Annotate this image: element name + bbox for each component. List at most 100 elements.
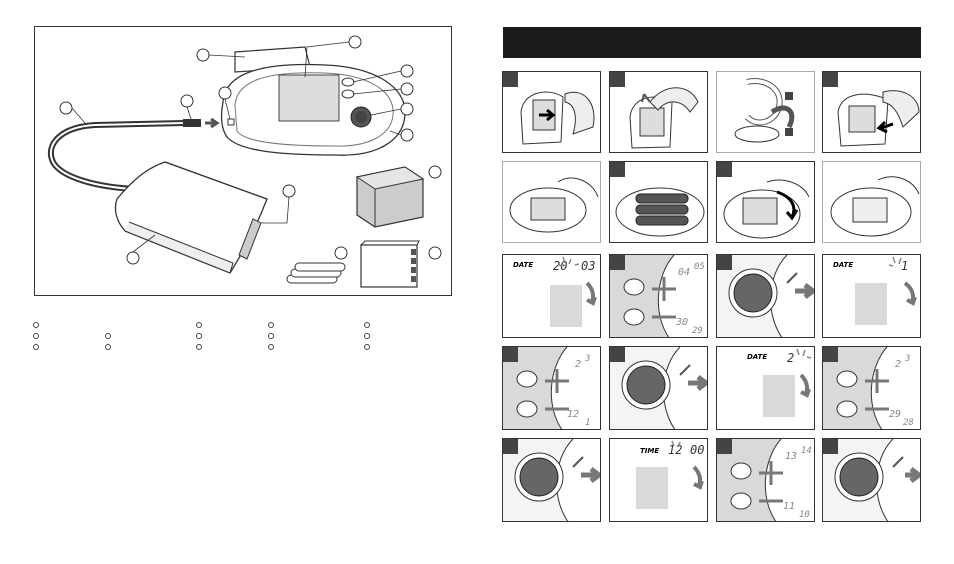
- display-value-top-sup: 05: [694, 262, 705, 272]
- components-illustration: [48, 35, 442, 288]
- arrow-icon: [795, 283, 814, 299]
- legend-marker: [33, 322, 39, 328]
- callout-13: [334, 246, 348, 260]
- legend-marker: [268, 333, 274, 339]
- section-header-bar: [503, 27, 921, 58]
- display-value-top: 2: [895, 359, 901, 370]
- callout-7: [400, 82, 414, 96]
- step-panel-press-start-2: [609, 346, 708, 430]
- step-panel-date-day: DATE 2: [716, 346, 815, 430]
- arrow-icon: [641, 93, 651, 103]
- step-panel-batteries-inside: [609, 161, 708, 243]
- step-panel-lift-cover: [609, 71, 708, 153]
- plus-button-icon: [623, 278, 645, 296]
- display-value-bottom-sub: 28: [903, 418, 914, 428]
- display-mode-label: DATE: [747, 353, 767, 361]
- callout-2: [180, 94, 194, 108]
- step-panel-month-adjust: 04 05 30 29: [609, 254, 708, 338]
- callout-4: [218, 86, 232, 100]
- start-button-icon: [519, 457, 559, 497]
- step-panel-close-cover: [716, 161, 815, 243]
- blink-indicator-icon: [671, 440, 681, 448]
- display-mode-label: DATE: [833, 261, 853, 269]
- shaded-placeholder: [763, 375, 795, 417]
- display-value-bottom-sub: 1: [585, 418, 590, 428]
- legend-marker: [364, 333, 370, 339]
- step-panel-time-hours: TIME 12 00: [609, 438, 708, 522]
- display-value-top: 04: [678, 267, 690, 278]
- display-value-bottom: 12: [567, 409, 579, 420]
- display-value-bottom-sub: 29: [692, 326, 703, 336]
- display-value-top: 2: [575, 359, 581, 370]
- legend-marker: [33, 344, 39, 350]
- blink-indicator-icon: [888, 256, 902, 267]
- start-button-icon: [839, 457, 879, 497]
- start-button-icon: [733, 273, 773, 313]
- callout-5: [348, 35, 362, 49]
- display-mode-label: DATE: [513, 261, 533, 269]
- pouch-icon: [355, 166, 425, 228]
- blink-indicator-icon: [557, 256, 580, 267]
- step-panel-press-start-4: [822, 438, 921, 522]
- arrow-icon: [905, 467, 920, 483]
- minus-button-icon: [836, 400, 858, 418]
- manual-icon: [360, 240, 420, 288]
- start-button-icon: [626, 365, 666, 405]
- legend-marker: [364, 322, 370, 328]
- step-panel-month-set: 2 3 12 1: [502, 346, 601, 430]
- display-value-bottom-sub: 10: [799, 510, 810, 520]
- plus-button-icon: [730, 462, 752, 480]
- callout-14: [428, 246, 442, 260]
- plus-button-icon: [516, 370, 538, 388]
- step-panel-press-start-1: [716, 254, 815, 338]
- callout-1: [59, 101, 73, 115]
- legend-marker: [196, 333, 202, 339]
- arrow-icon: [776, 190, 799, 221]
- blink-indicator-icon: [796, 348, 812, 359]
- step-panel-press-start-3: [502, 438, 601, 522]
- legend-marker: [268, 344, 274, 350]
- display-value-month: 1: [901, 259, 908, 273]
- step-panel-date-month: DATE 1: [822, 254, 921, 338]
- arrow-icon: [876, 120, 894, 134]
- callout-6: [400, 64, 414, 78]
- legend-marker: [105, 333, 111, 339]
- display-value-minutes: 00: [690, 443, 704, 457]
- cuff-icon: [114, 161, 268, 274]
- step-panel-day-adjust: 2 3 29 28: [822, 346, 921, 430]
- shaded-placeholder: [855, 283, 887, 325]
- shaded-placeholder: [550, 285, 582, 327]
- minus-button-icon: [623, 308, 645, 326]
- display-value-top-sup: 14: [801, 446, 812, 456]
- step-panel-cover-closed: [822, 161, 921, 243]
- display-value-top-sup: 3: [584, 354, 590, 364]
- battery-icon: [635, 204, 689, 215]
- arrow-icon: [585, 281, 597, 306]
- display-mode-label: TIME: [640, 447, 659, 455]
- step-panel-hours-adjust: 13 14 11 10: [716, 438, 815, 522]
- legend-marker: [33, 333, 39, 339]
- step-panel-open-compartment: [502, 71, 601, 153]
- tube-connector-icon: [183, 119, 201, 127]
- components-figure: [34, 26, 452, 296]
- legend-marker: [105, 344, 111, 350]
- callout-9: [400, 128, 414, 142]
- legend-marker: [196, 344, 202, 350]
- display-value-top: 13: [785, 451, 797, 462]
- display-value-year-right: 03: [581, 259, 595, 273]
- arrow-icon: [799, 373, 811, 398]
- arrow-icon: [692, 465, 704, 490]
- arrow-icon: [581, 467, 600, 483]
- legend-marker: [196, 322, 202, 328]
- step-panel-insert-batteries: [822, 71, 921, 153]
- display-value-bottom: 11: [783, 501, 795, 512]
- minus-button-icon: [516, 400, 538, 418]
- arrow-icon: [205, 117, 220, 129]
- battery-icon: [286, 262, 346, 284]
- step-panel-compartment-open: [502, 161, 601, 243]
- arrow-icon: [539, 108, 556, 122]
- legend-marker: [364, 344, 370, 350]
- callout-3: [196, 48, 210, 62]
- callout-10: [428, 165, 442, 179]
- callout-8: [400, 102, 414, 116]
